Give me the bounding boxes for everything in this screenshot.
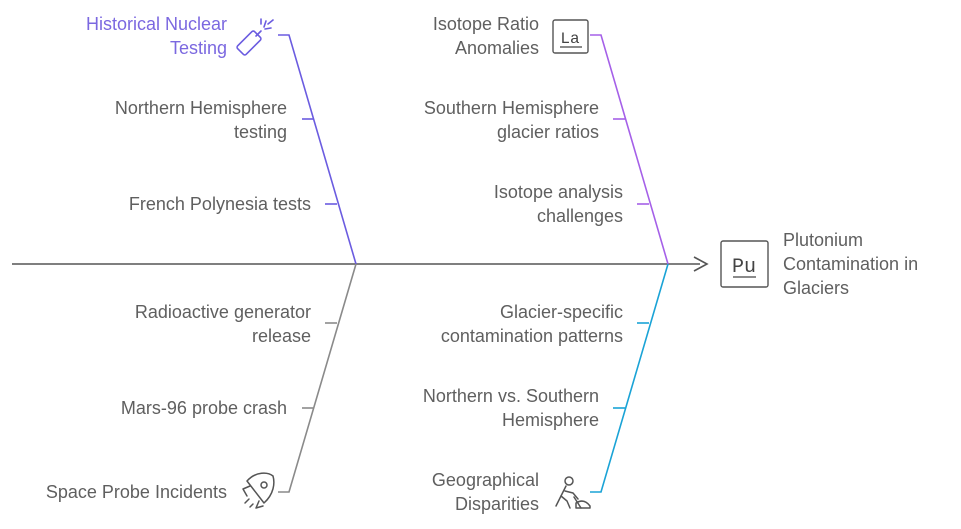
branch-line-isotope-anomalies bbox=[590, 34, 669, 265]
cause-label-mars96: Mars-96 probe crash bbox=[120, 398, 287, 418]
branch-line-geographical bbox=[590, 263, 669, 493]
plutonium-element-icon bbox=[720, 240, 769, 288]
nuclear-bomb-icon bbox=[236, 18, 274, 56]
category-label-space-probe: Space Probe Incidents bbox=[45, 482, 227, 502]
explorer-icon bbox=[555, 476, 591, 509]
branch-line-space-probe bbox=[278, 263, 357, 493]
plutonium-icon-text: Pu bbox=[732, 256, 756, 279]
cause-label-french-polynesia: French Polynesia tests bbox=[128, 194, 311, 214]
branch-line-nuclear-testing bbox=[278, 34, 357, 265]
lanthanum-element-icon bbox=[552, 19, 589, 54]
lanthanum-icon-text: La bbox=[560, 30, 580, 48]
spine-arrowhead bbox=[693, 256, 709, 272]
rocket-icon bbox=[242, 472, 275, 509]
